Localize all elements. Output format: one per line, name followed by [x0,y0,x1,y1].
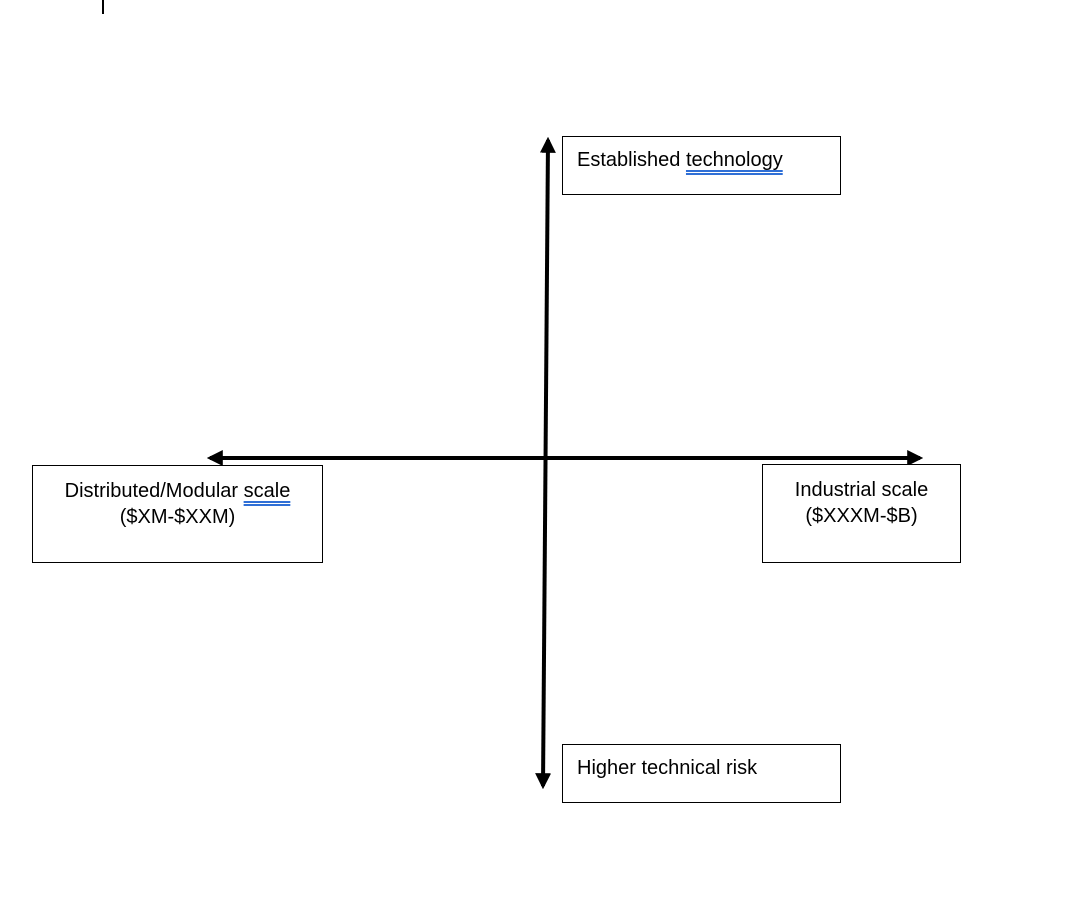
spellcheck-word: technology [685,149,783,171]
label-line-2: ($XM-$XXM) [119,506,236,528]
spellcheck-word: scale [243,480,291,502]
label-box-distributed-modular-scale: Distributed/Modular scale ($XM-$XXM) [32,465,323,563]
label-prefix: Distributed/Modular [64,480,244,502]
label-text: Higher technical risk [577,757,758,779]
label-line-1: Distributed/Modular scale [41,478,314,504]
label-prefix: Established [577,149,686,171]
label-line-2: ($XXXM-$B) [805,505,918,527]
label-text: Established technology [577,147,826,173]
label-box-established-technology: Established technology [562,136,841,195]
label-box-higher-technical-risk: Higher technical risk [562,744,841,803]
vertical-axis-arrow [535,136,556,790]
text-cursor [102,0,104,14]
label-box-industrial-scale: Industrial scale ($XXXM-$B) [762,464,961,563]
label-line-1: Industrial scale [794,479,929,501]
